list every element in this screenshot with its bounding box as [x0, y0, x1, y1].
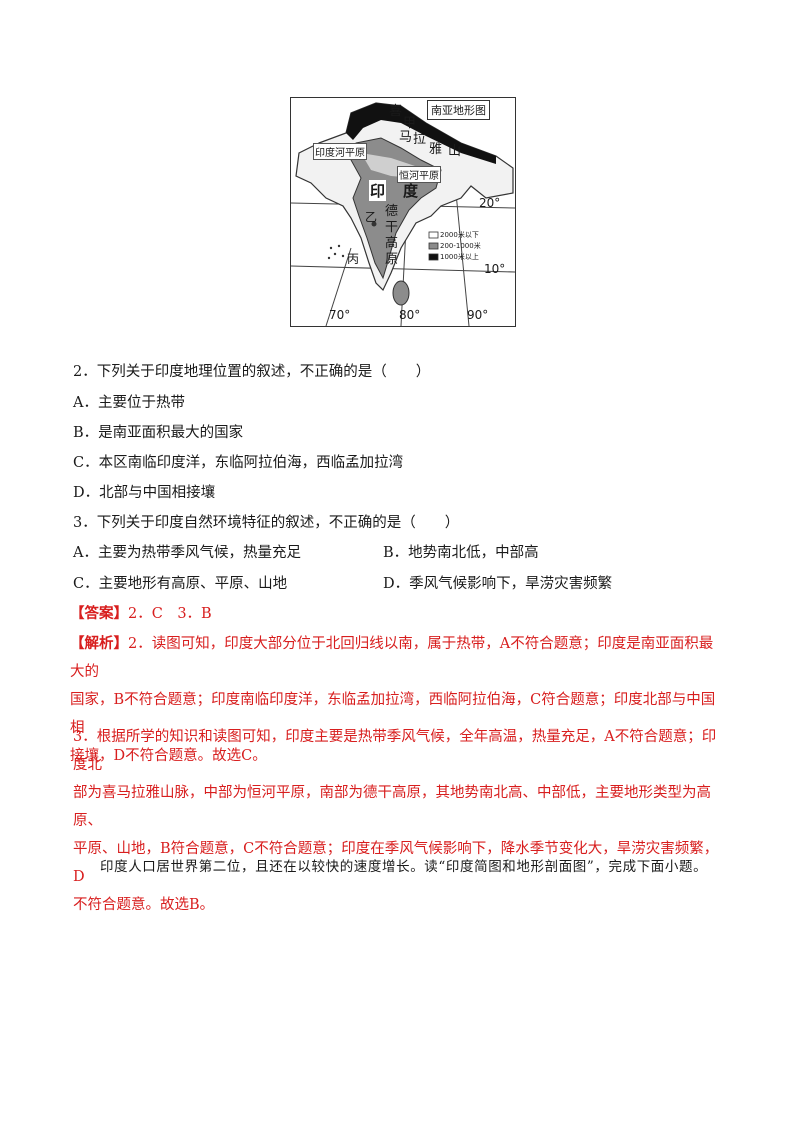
next-section-intro: 印度人口居世界第二位，且还在以较快的速度增长。读“印度简图和地形剖面图”，完成下… [100, 859, 708, 875]
map-legend-1: 2000米以下 [440, 231, 479, 239]
question-3-option-b: B．地势南北低，中部高 [383, 545, 539, 561]
analysis-p2-line3: 平原、山地，B符合题意，C不符合题意；印度在季风气候影响下，降水季节变化大，旱涝… [73, 841, 719, 885]
question-3-option-c: C．主要地形有高原、平原、山地 [73, 576, 288, 592]
map-label-lon-80: 80° [399, 308, 421, 322]
map-legend-3: 1000米以上 [440, 253, 479, 261]
map-label-indus-plain: 印度河平原 [313, 143, 367, 160]
analysis-paragraph-2: 3．根据所学的知识和读图可知，印度主要是热带季风气候，全年高温，热量充足，A不符… [73, 723, 728, 919]
south-asia-terrain-map: 南亚地形图 喜 甲 马 拉 雅 山 印度河平原 恒河平原 印 度 德 干 高 原… [290, 97, 516, 327]
question-2-option-d: D．北部与中国相接壤 [73, 485, 216, 501]
map-label-himalaya-1: 喜 [389, 104, 403, 119]
map-label-bing: 丙 [347, 252, 360, 266]
map-label-deccan-3: 高 [385, 236, 399, 251]
map-label-deccan-1: 德 [385, 204, 399, 219]
answer-label: 【答案】 [70, 605, 128, 622]
answer-block: 【答案】2．C 3．B [70, 604, 212, 624]
map-label-himalaya-4: 雅 [429, 142, 443, 157]
analysis-p2-line4: 不符合题意。故选B。 [73, 897, 215, 913]
map-label-india-2: 度 [403, 182, 419, 200]
analysis-p2-line1: 3．根据所学的知识和读图可知，印度主要是热带季风气候，全年高温，热量充足，A不符… [73, 729, 717, 773]
analysis-p2-line2: 部为喜马拉雅山脉，中部为恒河平原，南部为德干高原，其地势南北高、中部低，主要地形… [73, 785, 711, 829]
map-label-ganges-plain: 恒河平原 [397, 166, 441, 183]
map-legend-2: 200-1000米 [440, 242, 481, 250]
map-label-india-1: 印 [369, 180, 387, 201]
question-3-option-d: D．季风气候影响下，旱涝灾害频繁 [383, 576, 613, 592]
question-2-stem: 2．下列关于印度地理位置的叙述，不正确的是（ ） [73, 364, 431, 380]
map-label-deccan-2: 干 [385, 220, 399, 235]
map-label-lat-20: 20° [479, 196, 501, 210]
map-title: 南亚地形图 [427, 100, 490, 120]
question-2-option-b: B．是南亚面积最大的国家 [73, 425, 244, 441]
map-label-deccan-4: 原 [385, 252, 399, 267]
analysis-label: 【解析】 [70, 635, 128, 652]
map-label-lon-70: 70° [329, 308, 351, 322]
map-label-lat-10: 10° [484, 262, 506, 276]
analysis-line-1: 【解析】2．读图可知，印度大部分位于北回归线以南，属于热带，A不符合题意；印度是… [70, 630, 725, 686]
map-label-lon-90: 90° [467, 308, 489, 322]
analysis-paragraph-1: 【解析】2．读图可知，印度大部分位于北回归线以南，属于热带，A不符合题意；印度是… [70, 630, 725, 770]
map-label-himalaya-2: 马 [399, 130, 413, 145]
question-2-option-a: A．主要位于热带 [73, 395, 185, 411]
question-3-option-a: A．主要为热带季风气候，热量充足 [73, 545, 301, 561]
question-3-stem: 3．下列关于印度自然环境特征的叙述，不正确的是（ ） [73, 515, 460, 531]
answer-text: 2．C 3．B [128, 606, 212, 622]
map-label-yi: 乙 [365, 210, 378, 224]
map-label-jia: 甲 [403, 116, 417, 131]
analysis-p1-line1: 2．读图可知，印度大部分位于北回归线以南，属于热带，A不符合题意；印度是南亚面积… [70, 636, 714, 680]
analysis-p1-line2: 国家，B不符合题意；印度南临印度洋，东临孟加拉湾，西临阿拉伯海，C符合题意；印度… [70, 692, 716, 736]
map-label-himalaya-5: 山 [448, 144, 462, 159]
map-label-himalaya-3: 拉 [413, 132, 427, 147]
question-2-option-c: C．本区南临印度洋，东临阿拉伯海，西临孟加拉湾 [73, 455, 404, 471]
analysis-p1-line3: 接壤，D不符合题意。故选C。 [70, 748, 267, 764]
